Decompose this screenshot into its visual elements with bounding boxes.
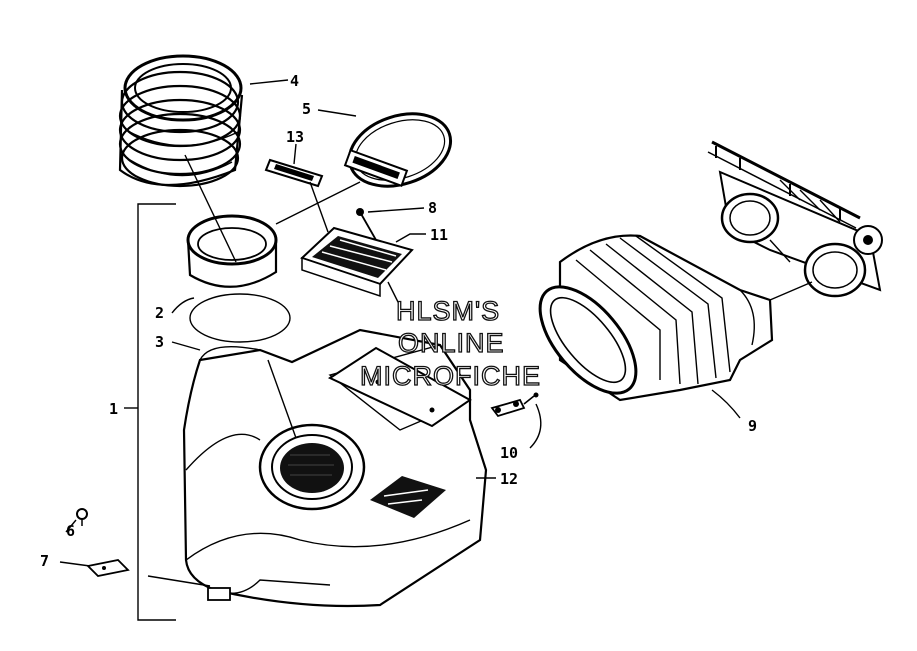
part-12-decal <box>370 476 446 518</box>
part-8-screw <box>356 208 377 241</box>
part-10-bracket <box>490 392 539 418</box>
part-5-clamp <box>343 112 453 188</box>
label-12: 12 <box>500 470 518 488</box>
callout-labels: 1 2 3 4 5 6 7 8 9 10 11 12 13 <box>40 72 757 570</box>
label-11: 11 <box>430 226 448 244</box>
watermark-line-2: ONLINE <box>398 328 505 358</box>
part-1-airbox <box>182 328 488 608</box>
label-8: 8 <box>428 199 437 217</box>
label-7: 7 <box>40 552 49 570</box>
label-9: 9 <box>748 417 757 435</box>
part-13-seal-strip <box>264 158 324 188</box>
part-9-intake-duct <box>538 234 774 402</box>
watermark-line-3: MICROFICHE <box>360 361 541 391</box>
throttle-body-assembly <box>707 140 883 298</box>
label-6: 6 <box>66 522 75 540</box>
part-7-clip <box>86 559 130 577</box>
label-2: 2 <box>155 304 164 322</box>
part-11-decal <box>300 226 414 298</box>
part-2-adapter <box>186 214 291 343</box>
part-4-bellows-boot <box>118 54 244 188</box>
label-3: 3 <box>155 333 164 351</box>
label-13: 13 <box>286 128 304 146</box>
label-1: 1 <box>109 400 118 418</box>
label-10: 10 <box>500 444 518 462</box>
part-6-fastener <box>76 508 88 526</box>
bracket-1 <box>137 203 176 621</box>
leader-lines <box>59 79 813 621</box>
label-5: 5 <box>302 100 311 118</box>
watermark: HLSM'S ONLINE MICROFICHE <box>359 295 541 391</box>
label-4: 4 <box>290 72 299 90</box>
watermark-line-1: HLSM'S <box>396 296 500 326</box>
